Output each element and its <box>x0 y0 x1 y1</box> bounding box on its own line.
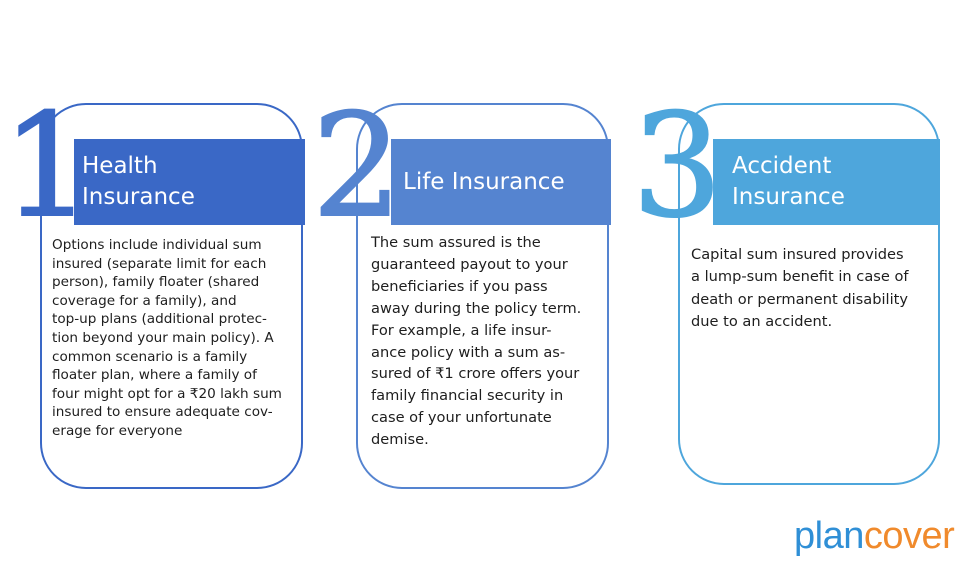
plancover-logo: plancover <box>794 514 955 558</box>
logo-text-cover: cover <box>863 515 955 557</box>
number-3: 3 <box>631 84 723 249</box>
card-body-accident: Capital sum insured provides a lump-sum … <box>691 246 909 331</box>
logo-text-plan: plan <box>794 515 864 557</box>
card-header-life: Life Insurance <box>391 139 611 225</box>
card-header-health: Health Insurance <box>74 139 305 225</box>
card-title-accident: Accident Insurance <box>732 153 845 210</box>
card-title-life: Life Insurance <box>403 168 565 195</box>
card-title-health: Health Insurance <box>82 153 195 210</box>
number-2: 2 <box>311 84 403 249</box>
card-body-health: Options include individual sum insured (… <box>52 237 282 439</box>
number-1: 1 <box>1 84 93 249</box>
card-header-accident: Accident Insurance <box>713 139 940 225</box>
card-body-life: The sum assured is the guaranteed payout… <box>371 234 582 449</box>
